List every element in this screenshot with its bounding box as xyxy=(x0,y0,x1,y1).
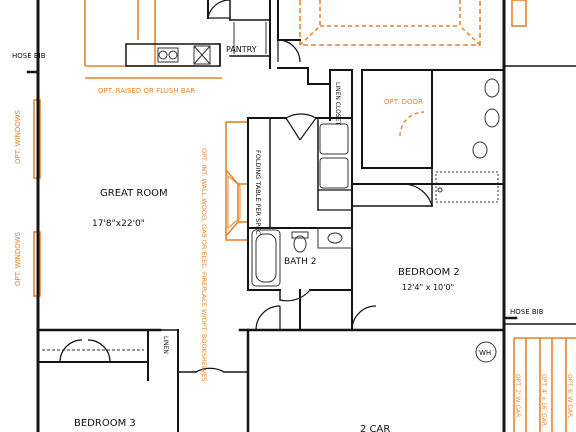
pantry-label: PANTRY xyxy=(226,45,257,54)
opt-windows-bottom-label: OPT. WINDOWS xyxy=(14,231,22,286)
bedroom-2-label: BEDROOM 2 xyxy=(398,267,460,278)
opt-garage-3-label: OPT. 6' W GAR. xyxy=(566,374,573,419)
hose-bib-left-label: HOSE BIB xyxy=(12,52,46,60)
opt-garage-2-label: OPT. 4' x 16' GAR. xyxy=(540,374,547,428)
linen-closet-label: LINEN CLOSET xyxy=(334,82,341,125)
master-sink-1 xyxy=(484,78,500,98)
opt-garage-1-label: OPT. 2' W GAR. xyxy=(514,374,521,419)
doors xyxy=(59,0,433,373)
opt-windows-top-label: OPT. WINDOWS xyxy=(14,109,22,164)
bath-2-label: BATH 2 xyxy=(284,257,316,267)
bedroom-2-dim-label: 12'4" x 10'0" xyxy=(402,283,454,292)
option-overlays xyxy=(33,0,576,432)
great-room-dim-label: 17'8"x22'0" xyxy=(92,219,145,229)
opt-door-label: OPT. DOOR xyxy=(384,98,423,106)
linen-small-label: LINEN xyxy=(162,336,169,354)
folding-table-label: FOLDING TABLE PER SPEC xyxy=(254,150,262,235)
sink-basin xyxy=(158,50,168,60)
garage-label: 2 CAR xyxy=(360,424,390,432)
fixtures xyxy=(42,22,500,363)
opt-fireplace-label: OPT. INT. WALL WOOD, GAS OR ELEC. FIREPL… xyxy=(200,148,208,382)
opt-door-swing xyxy=(399,111,425,137)
wh-label: WH xyxy=(479,349,491,357)
opt-raised-bar-label: OPT. RAISED OR FLUSH BAR xyxy=(98,87,195,95)
walls xyxy=(26,0,576,432)
great-room-label: GREAT ROOM xyxy=(100,188,168,199)
bedroom-3-label: BEDROOM 3 xyxy=(74,418,136,429)
hose-bib-right-label: HOSE BIB xyxy=(510,308,544,316)
water-heater xyxy=(475,341,497,363)
